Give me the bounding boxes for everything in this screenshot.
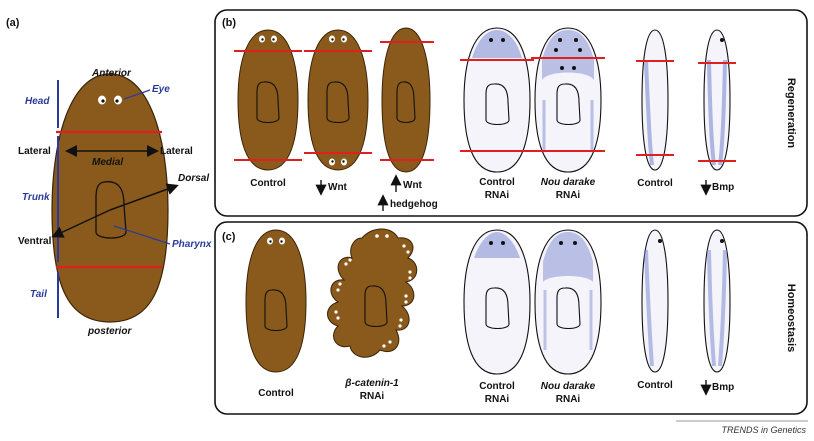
panel-b-frame (214, 9, 808, 217)
panel-b: (b) Regeneration (214, 9, 808, 217)
eye-icon (267, 237, 285, 245)
panel-c: (c) Homeostasis (214, 221, 808, 415)
caption-b-control: Control (250, 178, 286, 189)
ventral-arrow (51, 209, 111, 238)
caption-b-control-side: Control (637, 178, 673, 189)
medial-label: Medial (92, 157, 123, 168)
eye-icon (559, 241, 577, 245)
caption-c-control-rnai-1: Control (479, 381, 515, 392)
caption-c-control-side: Control (637, 380, 673, 391)
tail-label: Tail (30, 289, 47, 300)
credit-label: TRENDS in Genetics (721, 425, 806, 435)
worm-b-control (234, 29, 302, 171)
caption-b-wnt-down: Wnt (328, 182, 348, 193)
caption-b-control-rnai-1: Control (479, 177, 515, 188)
worm-b-wnt-up (380, 27, 434, 173)
caption-c-control: Control (258, 388, 294, 399)
panel-b-label: (b) (222, 17, 236, 29)
eye-icon (329, 35, 347, 166)
panel-a: (a) Anterior Eye Head Lateral Lateral Me… (6, 17, 212, 337)
eye-icon (489, 241, 505, 245)
pharynx-label: Pharynx (172, 239, 212, 250)
regeneration-label: Regeneration (785, 78, 797, 149)
worm-c-control-side (641, 229, 669, 373)
head-label: Head (25, 96, 50, 107)
caption-c-beta-catenin-2: RNAi (360, 391, 385, 402)
caption-b-wnt-up: Wnt (403, 180, 423, 191)
eye-pointer (123, 89, 151, 100)
trunk-label: Trunk (22, 192, 50, 203)
caption-b-bmp-down: Bmp (712, 182, 734, 193)
eye-icon (720, 239, 724, 243)
caption-c-control-rnai-2: RNAi (485, 394, 510, 405)
posterior-label: posterior (87, 326, 132, 337)
panel-c-label: (c) (222, 231, 236, 243)
eye-icon (98, 95, 122, 105)
caption-b-nou-darake-1: Nou darake (541, 177, 596, 188)
panel-c-frame (214, 221, 808, 415)
caption-c-nou-darake-2: RNAi (556, 394, 581, 405)
planarian-body-a (51, 73, 169, 323)
worm-b-nou-darake (531, 27, 605, 173)
dorsal-arrow (109, 183, 179, 211)
homeostasis-label: Homeostasis (785, 284, 797, 352)
pharynx-pointer (113, 225, 171, 245)
eye-icon (259, 35, 277, 43)
caption-b-nou-darake-2: RNAi (556, 190, 581, 201)
worm-c-nou-darake (534, 229, 602, 375)
caption-c-bmp-down: Bmp (712, 382, 734, 393)
worm-b-wnt-down (304, 29, 372, 171)
dorsal-label: Dorsal (178, 173, 209, 184)
lateral-right-label: Lateral (160, 146, 193, 157)
eye-icon (489, 38, 505, 42)
eye-icon (334, 234, 412, 348)
caption-b-hedgehog-up: hedgehog (390, 199, 438, 210)
worm-b-control-rnai (460, 27, 534, 173)
worm-c-beta-catenin (327, 228, 418, 358)
worm-c-control-rnai (463, 229, 531, 375)
eye-icon (554, 38, 582, 70)
eye-icon (658, 239, 662, 243)
eye-label: Eye (152, 84, 170, 95)
caption-b-control-rnai-2: RNAi (485, 190, 510, 201)
worm-b-control-side (636, 29, 674, 171)
pharynx-outline-a (95, 181, 127, 239)
worm-c-control (245, 229, 307, 373)
lateral-left-label: Lateral (18, 146, 51, 157)
panel-a-label: (a) (6, 17, 20, 29)
worm-b-bmp-down (698, 29, 736, 171)
ventral-label: Ventral (18, 236, 52, 247)
anterior-label: Anterior (91, 68, 132, 79)
caption-c-nou-darake-1: Nou darake (541, 381, 596, 392)
caption-c-beta-catenin-1: β-catenin-1 (344, 378, 399, 389)
eye-icon (720, 38, 724, 42)
worm-c-bmp-down (703, 229, 731, 373)
